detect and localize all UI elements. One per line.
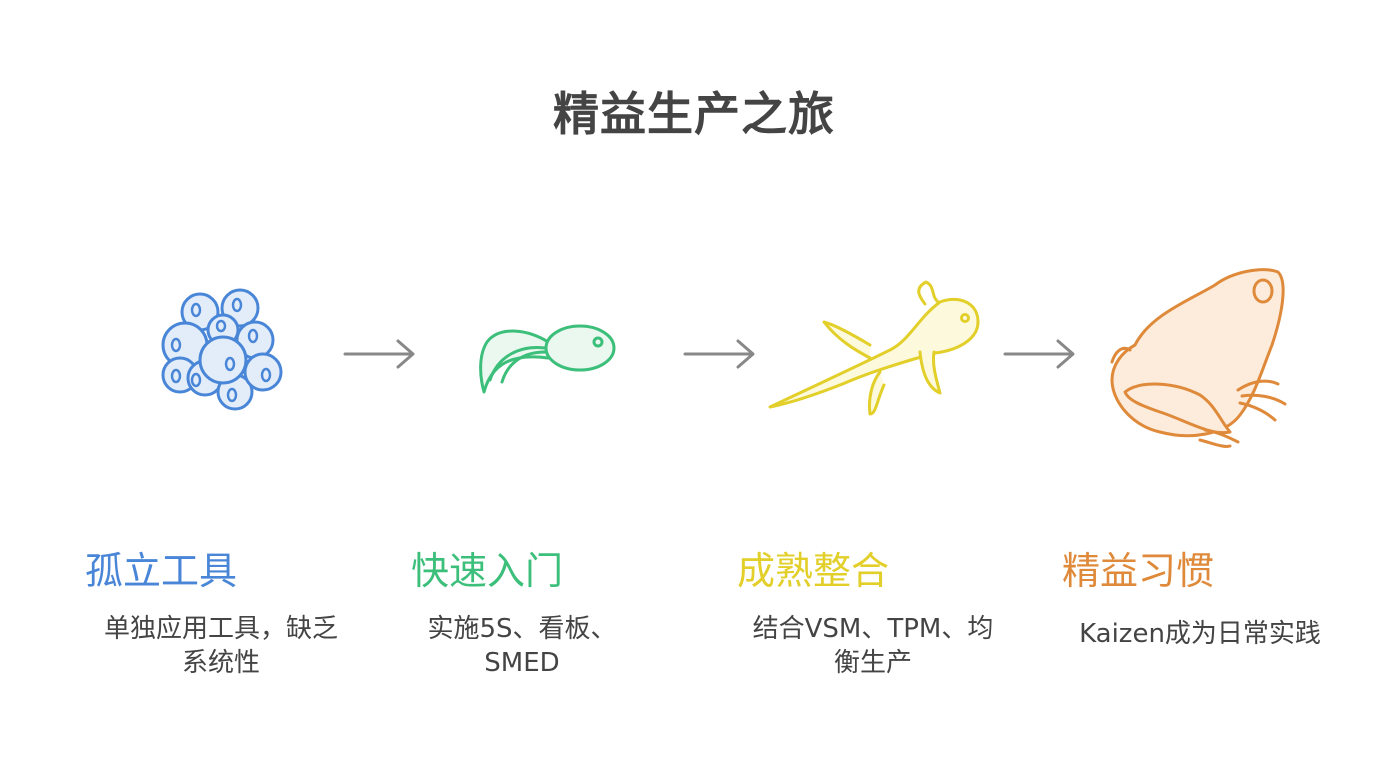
stage-desc-2-line2: SMED <box>484 648 560 678</box>
stage-desc-2-line1: 实施5S、看板、 <box>427 614 617 644</box>
arrow-icon-2 <box>683 339 755 369</box>
tadpole-icon <box>479 324 616 394</box>
froglet-icon <box>768 280 980 416</box>
frog-eggs-icon <box>161 288 283 411</box>
stage-title-3: 成熟整合 <box>737 549 890 593</box>
stage-desc-1-line1: 单独应用工具，缺乏 <box>103 614 338 644</box>
stage-desc-1: 单独应用工具，缺乏 系统性 <box>76 612 366 680</box>
stage-title-1: 孤立工具 <box>85 549 238 593</box>
lifecycle-diagram <box>161 268 1287 448</box>
stage-desc-1-line2: 系统性 <box>181 648 260 678</box>
stage-desc-3: 结合VSM、TPM、均 衡生产 <box>728 612 1018 680</box>
arrow-icon-1 <box>343 339 415 369</box>
stage-desc-3-line2: 衡生产 <box>833 648 912 678</box>
arrow-icon-3 <box>1003 339 1075 369</box>
stage-desc-3-line1: 结合VSM、TPM、均 <box>752 614 994 644</box>
stage-title-2: 快速入门 <box>411 549 564 593</box>
page-title: 精益生产之旅 <box>553 87 835 141</box>
stage-title-4: 精益习惯 <box>1062 549 1215 593</box>
stage-desc-4-line1: Kaizen成为日常实践 <box>1079 619 1321 649</box>
stage-desc-4: Kaizen成为日常实践 <box>1055 617 1345 651</box>
stage-desc-2: 实施5S、看板、 SMED <box>377 612 667 680</box>
frog-icon <box>1110 268 1287 448</box>
